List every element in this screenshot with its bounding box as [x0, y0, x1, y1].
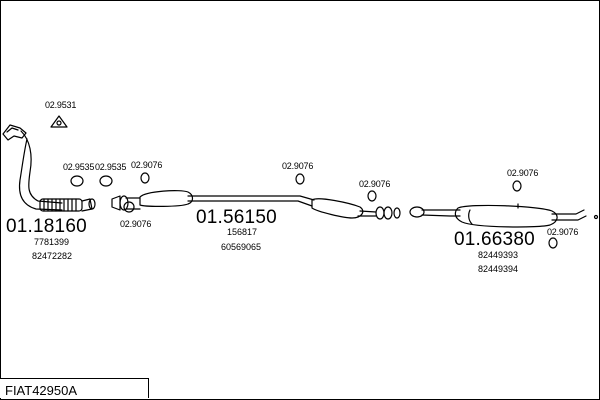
label-front-pipe-ref-1: 7781399: [34, 237, 70, 247]
clamp-ring-1: [140, 172, 150, 184]
label-rear-muffler-ref-2: 82449394: [478, 264, 519, 274]
clamp-ring-5: [512, 180, 522, 192]
front-pipe-drawing: [2, 124, 96, 212]
label-clamp-4: 02.9076: [359, 179, 391, 189]
label-rear-muffler-number: 01.66380: [454, 229, 535, 250]
clamp-ring-6: [548, 237, 558, 249]
label-clamp-6: 02.9076: [547, 227, 579, 237]
clamp-ring-4: [367, 190, 377, 202]
label-clamp-2: 02.9076: [120, 219, 152, 229]
label-clamp-5: 02.9076: [507, 168, 539, 178]
center-muffler-drawing: [139, 190, 393, 220]
diagram-code: FIAT42950A: [5, 383, 78, 398]
label-clamp-1: 02.9076: [131, 160, 163, 170]
rear-muffler-drawing: [454, 203, 599, 228]
clamp-ring-3: [295, 173, 305, 185]
label-gasket-a: 02.9535: [63, 162, 95, 172]
diagram-code-box: FIAT42950A: [0, 378, 149, 398]
label-center-muffler-ref-2: 60569065: [221, 242, 262, 252]
label-front-pipe-ref-2: 82472282: [32, 251, 73, 261]
label-clamp-3: 02.9076: [282, 161, 314, 171]
clamp-ring-2: [123, 201, 135, 213]
label-center-muffler-number: 01.56150: [196, 207, 277, 228]
label-gasket-b: 02.9535: [95, 162, 127, 172]
front-connector-drawing: [111, 195, 141, 211]
gasket-ring-a: [70, 175, 84, 187]
label-rear-muffler-ref-1: 82449393: [478, 250, 519, 260]
label-gasket-top: 02.9531: [45, 100, 77, 110]
label-center-muffler-ref-1: 156817: [227, 227, 258, 237]
gasket-ring-b: [99, 175, 113, 187]
gasket-triangle-drawing: [50, 115, 68, 128]
intermediate-pipe-drawing: [393, 206, 461, 219]
label-front-pipe-number: 01.18160: [6, 216, 87, 237]
